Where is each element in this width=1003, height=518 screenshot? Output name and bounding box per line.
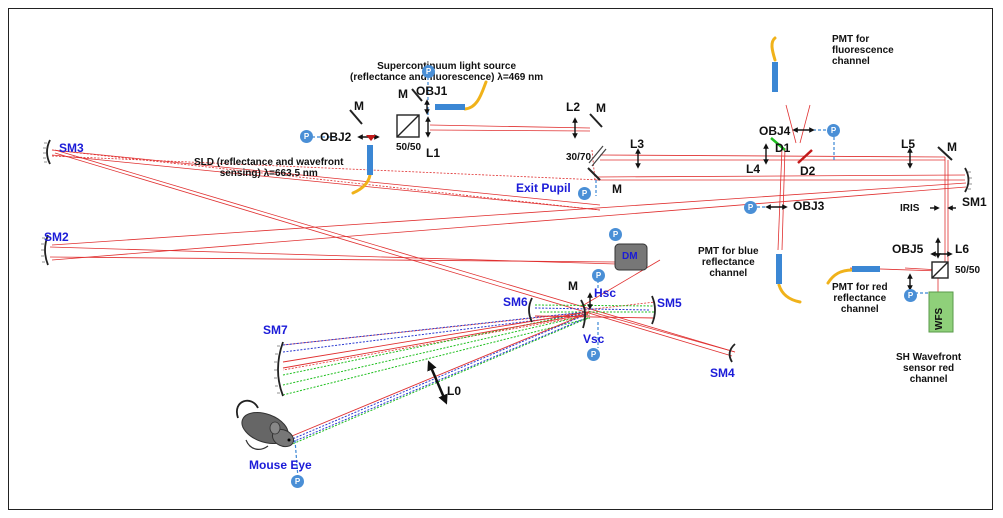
photodiode-icon: P bbox=[578, 187, 591, 200]
photodiode-icon: P bbox=[422, 65, 435, 78]
mirror-sm6 bbox=[528, 297, 533, 323]
fiber-couplers bbox=[367, 62, 880, 284]
sm3-label: SM3 bbox=[59, 141, 84, 155]
mirror-sm3 bbox=[46, 139, 51, 165]
sm5-label: SM5 bbox=[657, 296, 682, 310]
mouse-icon bbox=[236, 399, 295, 450]
lens-l1-label: L1 bbox=[426, 146, 441, 160]
photodiode-icon: P bbox=[291, 475, 304, 488]
red-beam-paths bbox=[49, 104, 967, 357]
coupler-pmt-fluor bbox=[772, 62, 778, 92]
coupler-sld bbox=[367, 145, 373, 175]
wfs-sensor-label: SH Wavefront sensor red channel bbox=[896, 352, 962, 385]
lens-l2-label: L2 bbox=[566, 100, 581, 114]
mirror-icon bbox=[937, 146, 953, 161]
dichroic-d1-label: D1 bbox=[775, 141, 791, 155]
wfs-label: WFS bbox=[934, 307, 945, 330]
spherical-mirrors bbox=[44, 139, 970, 397]
photodiode-icon: P bbox=[587, 348, 600, 361]
dm-label: DM bbox=[622, 251, 638, 262]
deformable-mirror-icon bbox=[614, 243, 648, 271]
mirror-sm2 bbox=[44, 234, 49, 266]
mirror-sm4 bbox=[728, 343, 736, 363]
beam-splitter-cubes bbox=[396, 114, 949, 279]
iris-label: IRIS bbox=[900, 203, 920, 214]
sld-source-marker bbox=[366, 135, 376, 141]
mirror-sm7 bbox=[277, 341, 284, 397]
pmt-fluorescence-label: PMT for fluorescence channel bbox=[832, 34, 894, 67]
photodiode-icon: P bbox=[300, 130, 313, 143]
mirror-scanner bbox=[580, 299, 586, 329]
mirror-icon bbox=[349, 109, 363, 125]
fiber-cables bbox=[351, 36, 854, 304]
red-fan-paths bbox=[282, 311, 656, 437]
splitter-5050-label: 50/50 bbox=[955, 265, 981, 276]
sm1-label: SM1 bbox=[962, 195, 987, 209]
flat-mirrors bbox=[349, 88, 953, 181]
pmt-blue-label: PMT for blue reflectance channel bbox=[698, 246, 759, 279]
wfs-box bbox=[928, 291, 954, 333]
photodiode-icon: P bbox=[827, 124, 840, 137]
dichroic-d2 bbox=[797, 149, 813, 164]
obj3-label: OBJ3 bbox=[793, 199, 825, 213]
lenses bbox=[357, 99, 956, 405]
vsc-label: Vsc bbox=[583, 332, 605, 346]
sm7-label: SM7 bbox=[263, 323, 288, 337]
splitter-3070 bbox=[588, 145, 607, 167]
dichroic-d2-label: D2 bbox=[800, 164, 816, 178]
mirror-hatches bbox=[41, 142, 972, 394]
hsc-label: Hsc bbox=[594, 286, 617, 300]
blue-beam-paths bbox=[282, 307, 651, 444]
lens-l0 bbox=[427, 360, 448, 405]
photodiode-icon: P bbox=[592, 269, 605, 282]
coupler-obj1 bbox=[435, 104, 465, 110]
lens-l5-label: L5 bbox=[901, 137, 916, 151]
coupler-pmt-blue bbox=[776, 254, 782, 284]
detector-dashes bbox=[294, 72, 945, 479]
photodiode-icon: P bbox=[609, 228, 622, 241]
sm2-label: SM2 bbox=[44, 230, 69, 244]
mirror-icon bbox=[411, 88, 423, 102]
obj4-label: OBJ4 bbox=[759, 124, 791, 138]
mirror-label: M bbox=[398, 87, 408, 101]
lens-l4-label: L4 bbox=[746, 162, 761, 176]
splitter-5050-label: 50/50 bbox=[396, 142, 422, 153]
green-beam-paths bbox=[282, 304, 656, 446]
supercontinuum-source-label: Supercontinuum light source (reflectance… bbox=[350, 61, 544, 83]
mirror-label: M bbox=[596, 101, 606, 115]
lens-l3-label: L3 bbox=[630, 137, 645, 151]
mirror-label: M bbox=[947, 140, 957, 154]
mirror-icon bbox=[587, 167, 601, 181]
mirror-icon bbox=[589, 113, 603, 128]
sld-source-label: SLD (reflectance and wavefront sensing) … bbox=[194, 157, 344, 179]
sm4-label: SM4 bbox=[710, 366, 735, 380]
sm6-label: SM6 bbox=[503, 295, 528, 309]
mirror-sm1 bbox=[964, 167, 970, 193]
obj5-label: OBJ5 bbox=[892, 242, 924, 256]
mirror-label: M bbox=[354, 99, 364, 113]
mirror-label: M bbox=[568, 279, 578, 293]
mouse-eye-label: Mouse Eye bbox=[249, 458, 312, 472]
obj1-label: OBJ1 bbox=[416, 84, 448, 98]
obj2-label: OBJ2 bbox=[320, 130, 352, 144]
mirror-label: M bbox=[612, 182, 622, 196]
lens-l6-label: L6 bbox=[955, 242, 970, 256]
photodiode-icon: P bbox=[744, 201, 757, 214]
photodiode-icon: P bbox=[904, 289, 917, 302]
exit-pupil-label: Exit Pupil bbox=[516, 181, 571, 195]
mirror-sm5 bbox=[651, 295, 656, 325]
pmt-red-label: PMT for red reflectance channel bbox=[832, 282, 888, 315]
lens-l0-label: L0 bbox=[447, 384, 462, 398]
coupler-pmt-red bbox=[852, 266, 880, 272]
dichroic-d1 bbox=[770, 137, 786, 151]
splitter-3070-label: 30/70 bbox=[566, 152, 592, 163]
diagram-frame bbox=[8, 8, 993, 510]
